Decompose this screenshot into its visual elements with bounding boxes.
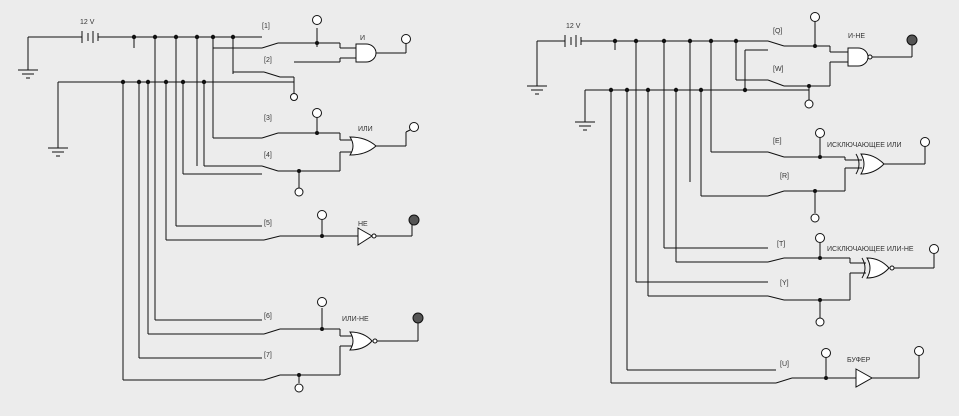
nor-pin-low[interactable] <box>294 383 304 393</box>
switch-label-y: [Y] <box>780 280 789 287</box>
switch-label-7: [7] <box>264 352 272 359</box>
switch-label-6: [6] <box>264 313 272 320</box>
right-battery-label: 12 V <box>566 23 581 30</box>
switch-label-e: [E] <box>773 138 782 145</box>
gate-label-not: НЕ <box>358 221 368 228</box>
right-ground-1 <box>527 85 547 95</box>
or-input-indicator-top <box>312 108 322 118</box>
nand-pin-low[interactable] <box>804 99 814 109</box>
nor-block: [6] [7] ИЛИ-НЕ <box>123 297 424 393</box>
or-pin-low[interactable] <box>294 187 304 197</box>
xnor-pin-low[interactable] <box>815 317 825 327</box>
switch-label-w: [W] <box>773 66 784 73</box>
switch-label-5: [5] <box>264 220 272 227</box>
buffer-output-led <box>914 346 924 356</box>
nand-block: [Q] [W] И-НЕ <box>736 12 918 109</box>
xnor-block: [T] [Y] ИСКЛЮЧАЮЩЕЕ ИЛИ-НЕ <box>636 233 939 327</box>
not-block: [5] НЕ <box>166 210 420 246</box>
buffer-block: [U] БУФЕР <box>611 346 924 388</box>
right-ground-2 <box>575 121 595 131</box>
xor-pin-low[interactable] <box>810 213 820 223</box>
xor-output-led <box>920 137 930 147</box>
xnor-output-led <box>929 244 939 254</box>
not-input-indicator-top <box>317 210 327 220</box>
switch-label-q: [Q] <box>773 28 782 35</box>
left-battery: 12 V <box>27 19 262 70</box>
gate-label-and: И <box>360 35 365 42</box>
left-ground-1 <box>18 69 38 79</box>
buffer-input-indicator-top <box>821 348 831 358</box>
right-ground-taps <box>608 50 748 383</box>
switch-label-1: [1] <box>262 23 270 30</box>
gate-label-xnor: ИСКЛЮЧАЮЩЕЕ ИЛИ-НЕ <box>827 246 914 253</box>
right-circuit: 12 V <box>527 12 939 388</box>
nand-output-led <box>906 34 918 46</box>
switch-label-3: [3] <box>264 115 272 122</box>
xor-input-indicator-top <box>815 128 825 138</box>
and-pin-low[interactable] <box>290 93 298 101</box>
xor-block: [E] [R] ИСКЛЮЧАЮЩЕЕ ИЛИ <box>689 128 930 223</box>
switch-label-r: [R] <box>780 173 789 180</box>
left-ground-taps <box>120 79 207 380</box>
nor-input-indicator-top <box>317 297 327 307</box>
nand-input-indicator-top <box>810 12 820 22</box>
and-output-led <box>401 34 411 44</box>
gate-label-or: ИЛИ <box>358 126 373 133</box>
gate-label-buffer: БУФЕР <box>847 357 871 364</box>
gate-label-xor: ИСКЛЮЧАЮЩЕЕ ИЛИ <box>827 142 902 149</box>
or-output-led <box>409 122 419 132</box>
switch-label-t: [T] <box>777 241 785 248</box>
left-supply-taps <box>131 34 236 320</box>
not-output-led <box>408 214 420 226</box>
left-ground-2 <box>48 147 68 157</box>
gate-label-nor: ИЛИ-НЕ <box>342 316 369 323</box>
and-input-indicator-top <box>312 15 322 25</box>
left-circuit: 12 V <box>18 15 424 393</box>
and-block: [1] [2] И <box>213 15 411 101</box>
switch-label-2: [2] <box>264 57 272 64</box>
switch-label-4: [4] <box>264 152 272 159</box>
nor-output-led <box>412 312 424 324</box>
switch-label-u: [U] <box>780 361 789 368</box>
right-battery: 12 V <box>536 23 768 86</box>
xnor-input-indicator-top <box>815 233 825 243</box>
left-battery-label: 12 V <box>80 19 95 26</box>
or-block: [3] [4] ИЛИ <box>183 108 419 197</box>
gate-label-nand: И-НЕ <box>848 33 865 40</box>
right-supply-taps <box>612 38 739 282</box>
